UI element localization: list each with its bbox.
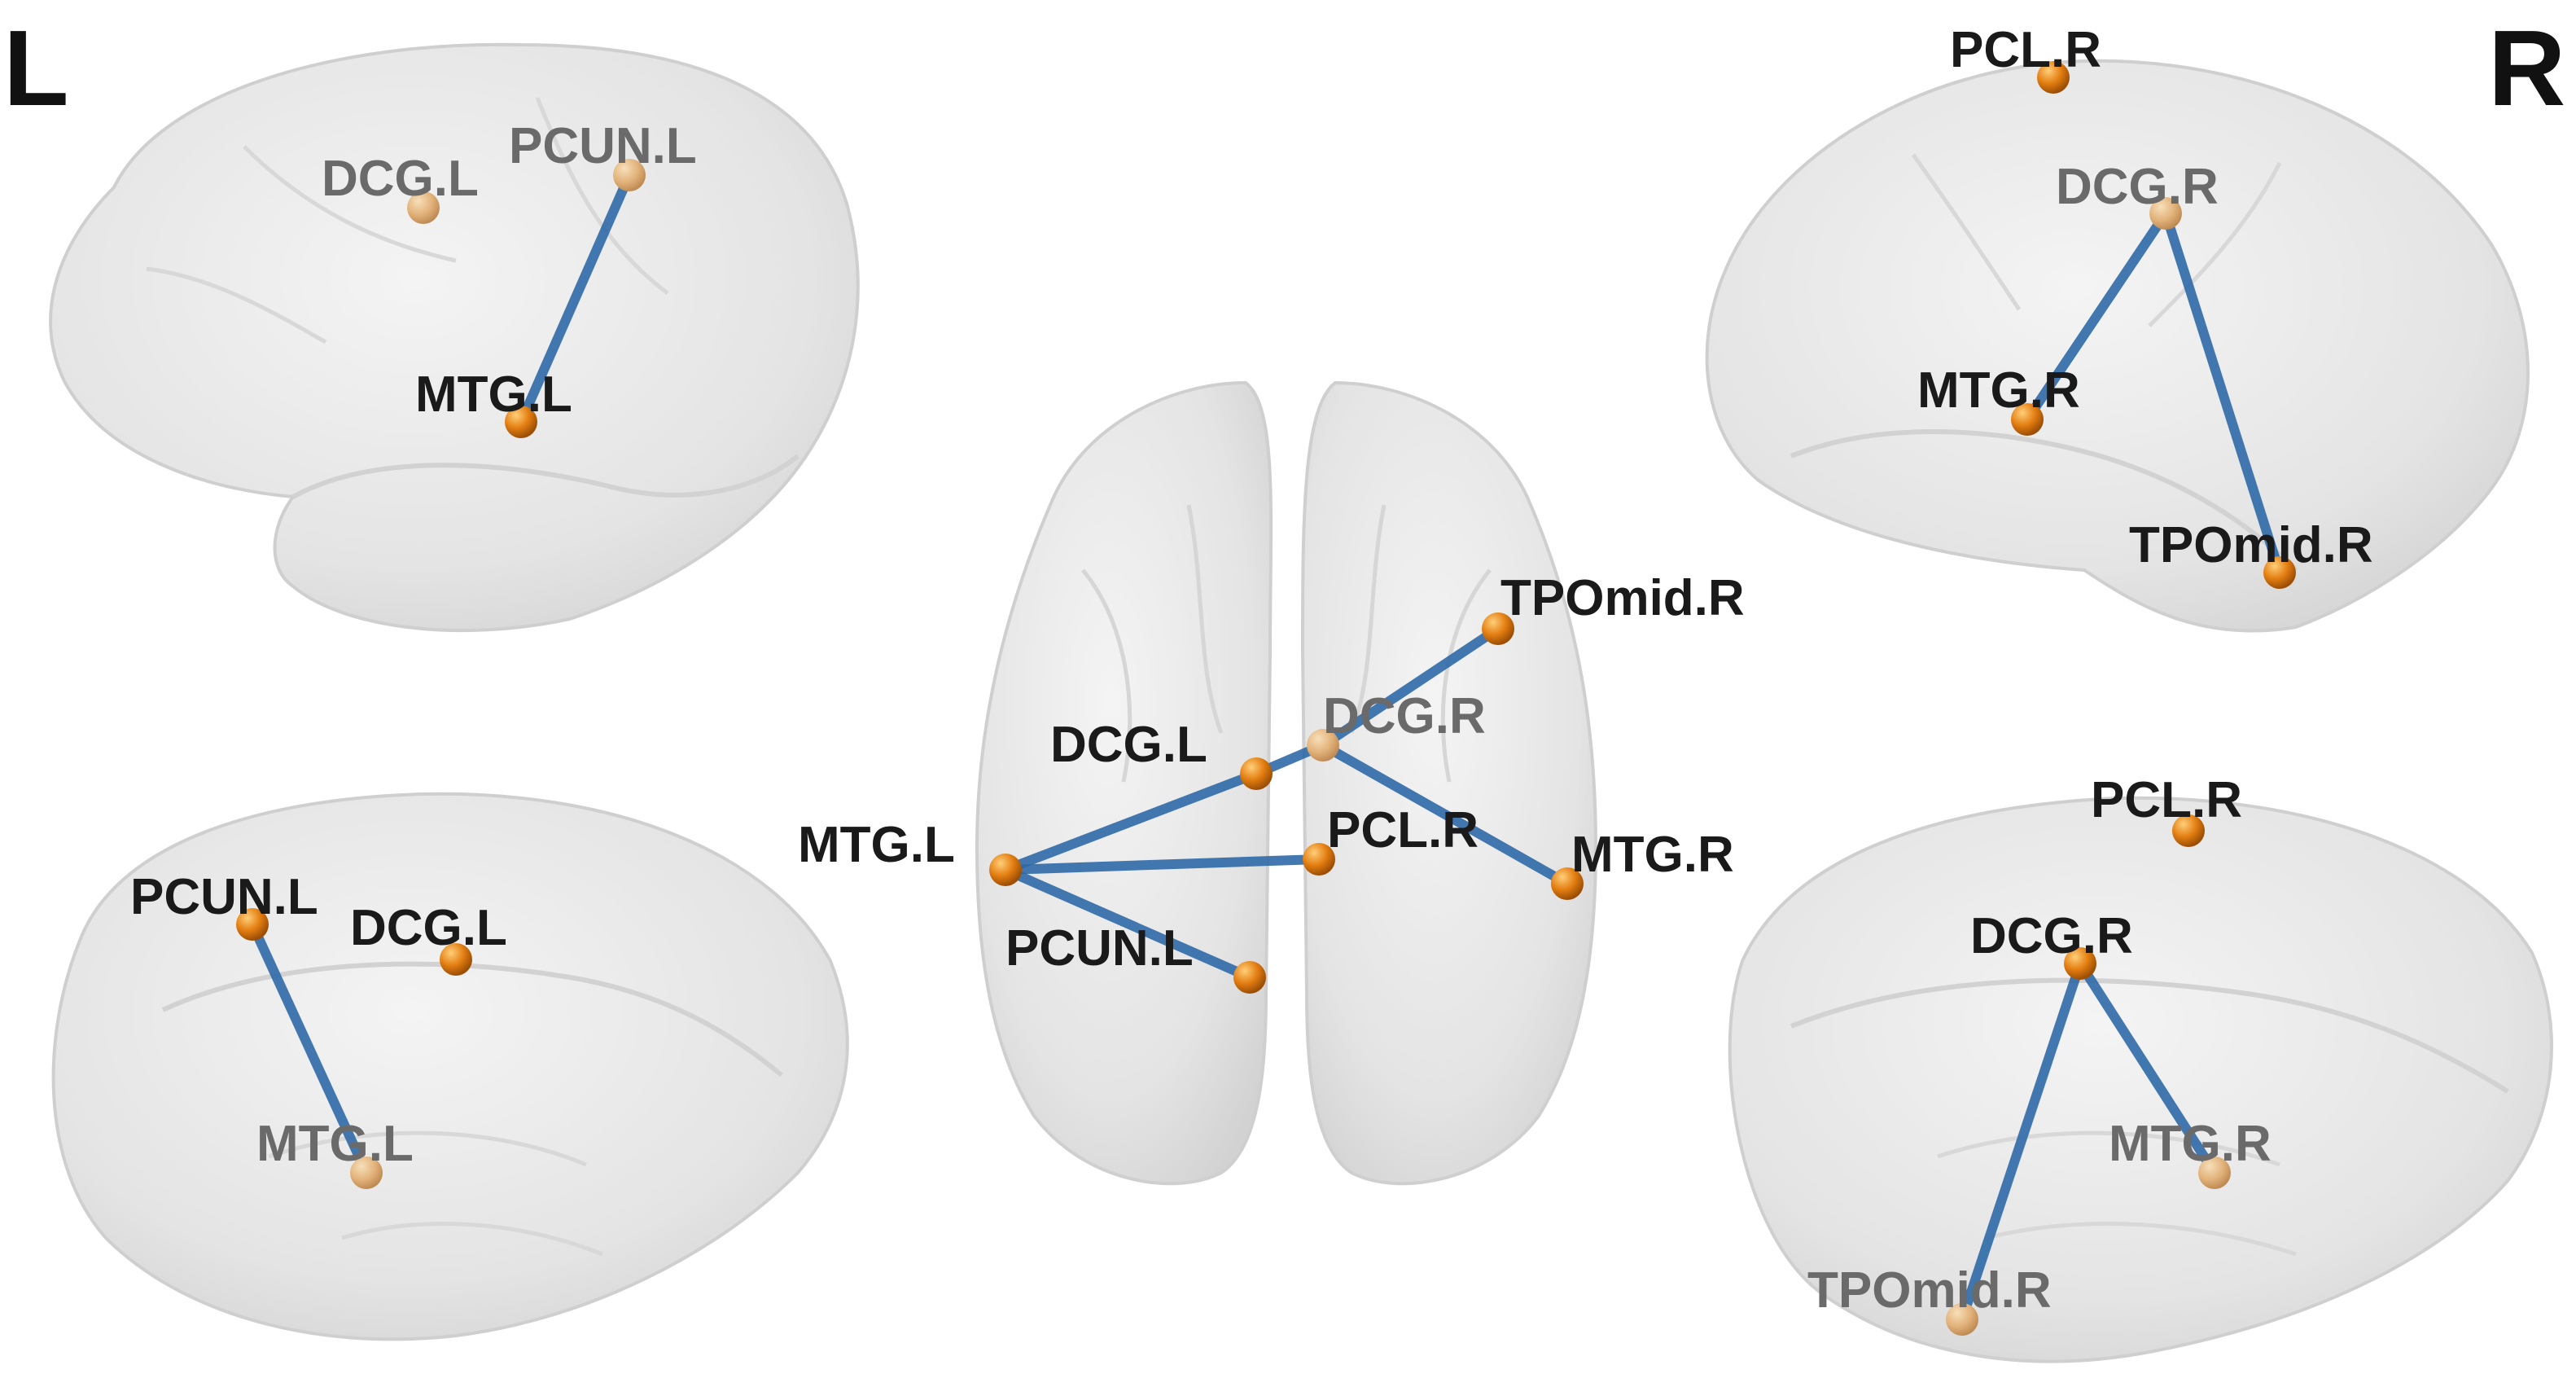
label-dorsal-MTG.R: MTG.R [1571, 827, 1734, 883]
label-dorsal-PCL.R: PCL.R [1327, 802, 1479, 858]
label-right-lateral-MTG.R: MTG.R [1917, 362, 2080, 419]
region-nodes [236, 61, 2296, 1336]
label-right-lateral-DCG.R: DCG.R [2056, 159, 2219, 215]
node-left-medial-MTG.L [350, 1157, 383, 1189]
node-right-lateral-DCG.R [2149, 197, 2182, 230]
label-left-medial-PCUN.L: PCUN.L [130, 869, 318, 925]
label-left-medial-MTG.L: MTG.L [256, 1116, 414, 1172]
label-left-lateral-PCUN.L: PCUN.L [509, 118, 697, 174]
edge-left-lateral-PCUN.L-MTG.L [516, 170, 634, 427]
edge-dorsal-MTG.L-PCUN.L [1001, 865, 1255, 982]
node-dorsal-DCG.L [1240, 757, 1273, 790]
node-left-lateral-MTG.L [505, 406, 537, 438]
label-left-medial-DCG.L: DCG.L [350, 900, 507, 956]
right-lateral-brain [1705, 59, 2530, 633]
label-dorsal-DCG.L: DCG.L [1050, 717, 1207, 773]
node-dorsal-DCG.R [1307, 729, 1339, 762]
connection-edges [248, 170, 2285, 1324]
label-dorsal-MTG.L: MTG.L [798, 817, 955, 873]
label-right-medial-MTG.R: MTG.R [2109, 1116, 2272, 1172]
edge-dorsal-DCG.R-TPOmid.R [1318, 624, 1503, 750]
left-hemisphere-marker: L [3, 8, 69, 128]
node-right-medial-MTG.R [2198, 1157, 2231, 1189]
edge-dorsal-MTG.L-DCG.L [1001, 769, 1261, 875]
node-dorsal-MTG.R [1551, 867, 1584, 900]
node-dorsal-MTG.L [989, 854, 1022, 886]
region-labels: DCG.L PCUN.L MTG.L PCUN.L DCG.L MTG.L TPOmid.R… [130, 22, 2373, 1319]
label-right-medial-PCL.R: PCL.R [2091, 772, 2242, 828]
label-left-lateral-MTG.L: MTG.L [415, 367, 572, 423]
node-left-lateral-DCG.L [407, 191, 440, 224]
right-hemisphere-marker: R [2488, 8, 2566, 128]
edge-dorsal-DCG.R-MTG.R [1318, 740, 1572, 889]
label-right-lateral-PCL.R: PCL.R [1950, 22, 2101, 78]
label-right-medial-TPOmid.R: TPOmid.R [1807, 1262, 2052, 1319]
edge-left-medial-PCUN.L-MTG.L [248, 920, 371, 1178]
node-right-medial-TPOmid.R [1946, 1303, 1978, 1336]
node-left-lateral-PCUN.L [613, 159, 646, 191]
node-right-lateral-MTG.R [2011, 403, 2044, 436]
node-dorsal-PCUN.L [1233, 961, 1266, 994]
left-lateral-brain [49, 42, 860, 633]
brain-shapes [49, 42, 2553, 1363]
edge-right-medial-DCG.R-TPOmid.R [1957, 959, 2085, 1324]
node-dorsal-TPOmid.R [1482, 612, 1514, 645]
dorsal-right-hemisphere [1300, 380, 1598, 1186]
node-right-medial-PCL.R [2172, 814, 2205, 847]
node-right-medial-DCG.R [2064, 947, 2096, 980]
label-right-medial-DCG.R: DCG.R [1970, 908, 2133, 964]
node-left-medial-DCG.L [440, 943, 472, 976]
node-dorsal-PCL.R [1303, 843, 1335, 876]
node-left-medial-PCUN.L [236, 908, 269, 941]
label-right-lateral-TPOmid.R: TPOmid.R [2129, 517, 2373, 573]
label-dorsal-DCG.R: DCG.R [1323, 688, 1486, 744]
edge-right-medial-DCG.R-MTG.R [2075, 959, 2219, 1178]
right-medial-brain [1728, 796, 2553, 1363]
edge-right-lateral-DCG.R-MTG.R [2022, 208, 2171, 424]
label-left-lateral-DCG.L: DCG.L [322, 151, 479, 207]
node-right-lateral-TPOmid.R [2263, 556, 2296, 589]
edge-right-lateral-DCG.R-TPOmid.R [2161, 208, 2285, 577]
edge-dorsal-MTG.L-PCL.R [1001, 854, 1324, 875]
node-right-lateral-PCL.R [2037, 61, 2070, 94]
label-dorsal-TPOmid.R: TPOmid.R [1500, 570, 1745, 626]
label-dorsal-PCUN.L: PCUN.L [1005, 920, 1194, 977]
